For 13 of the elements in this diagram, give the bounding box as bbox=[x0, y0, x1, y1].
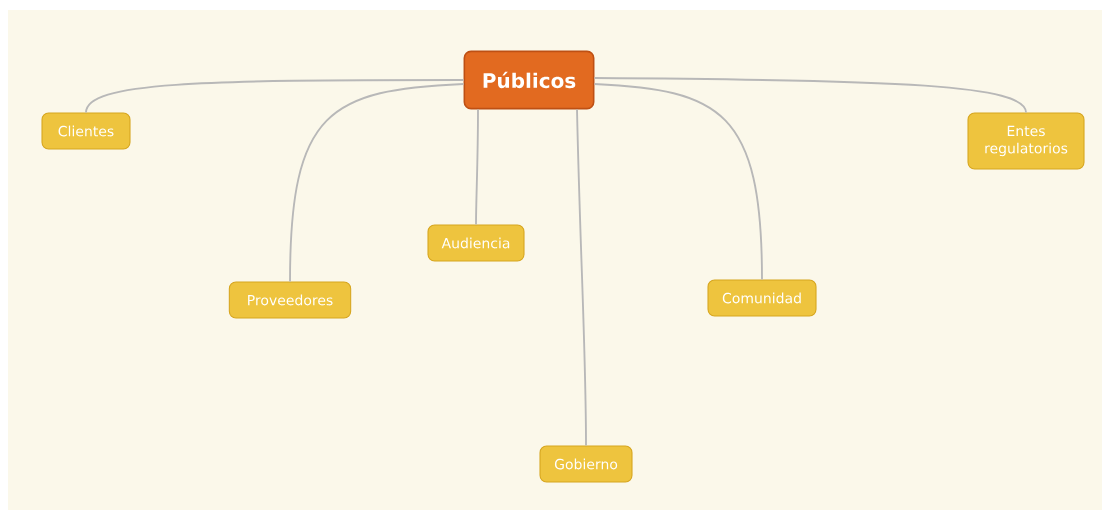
topic-box: Entes regulatorios bbox=[967, 112, 1085, 170]
connector-line bbox=[85, 79, 465, 114]
connector-line bbox=[593, 77, 1027, 114]
connector-line bbox=[593, 83, 763, 281]
central-topic-box: Públicos bbox=[463, 50, 595, 110]
connector-line bbox=[475, 108, 479, 226]
connector-line bbox=[576, 108, 587, 447]
topic-box: Proveedores bbox=[228, 281, 352, 319]
topic-box: Clientes bbox=[41, 112, 131, 150]
connector-line bbox=[289, 83, 465, 283]
topic-box: Gobierno bbox=[539, 445, 633, 483]
topic-box: Comunidad bbox=[707, 279, 817, 317]
topic-box: Audiencia bbox=[427, 224, 525, 262]
